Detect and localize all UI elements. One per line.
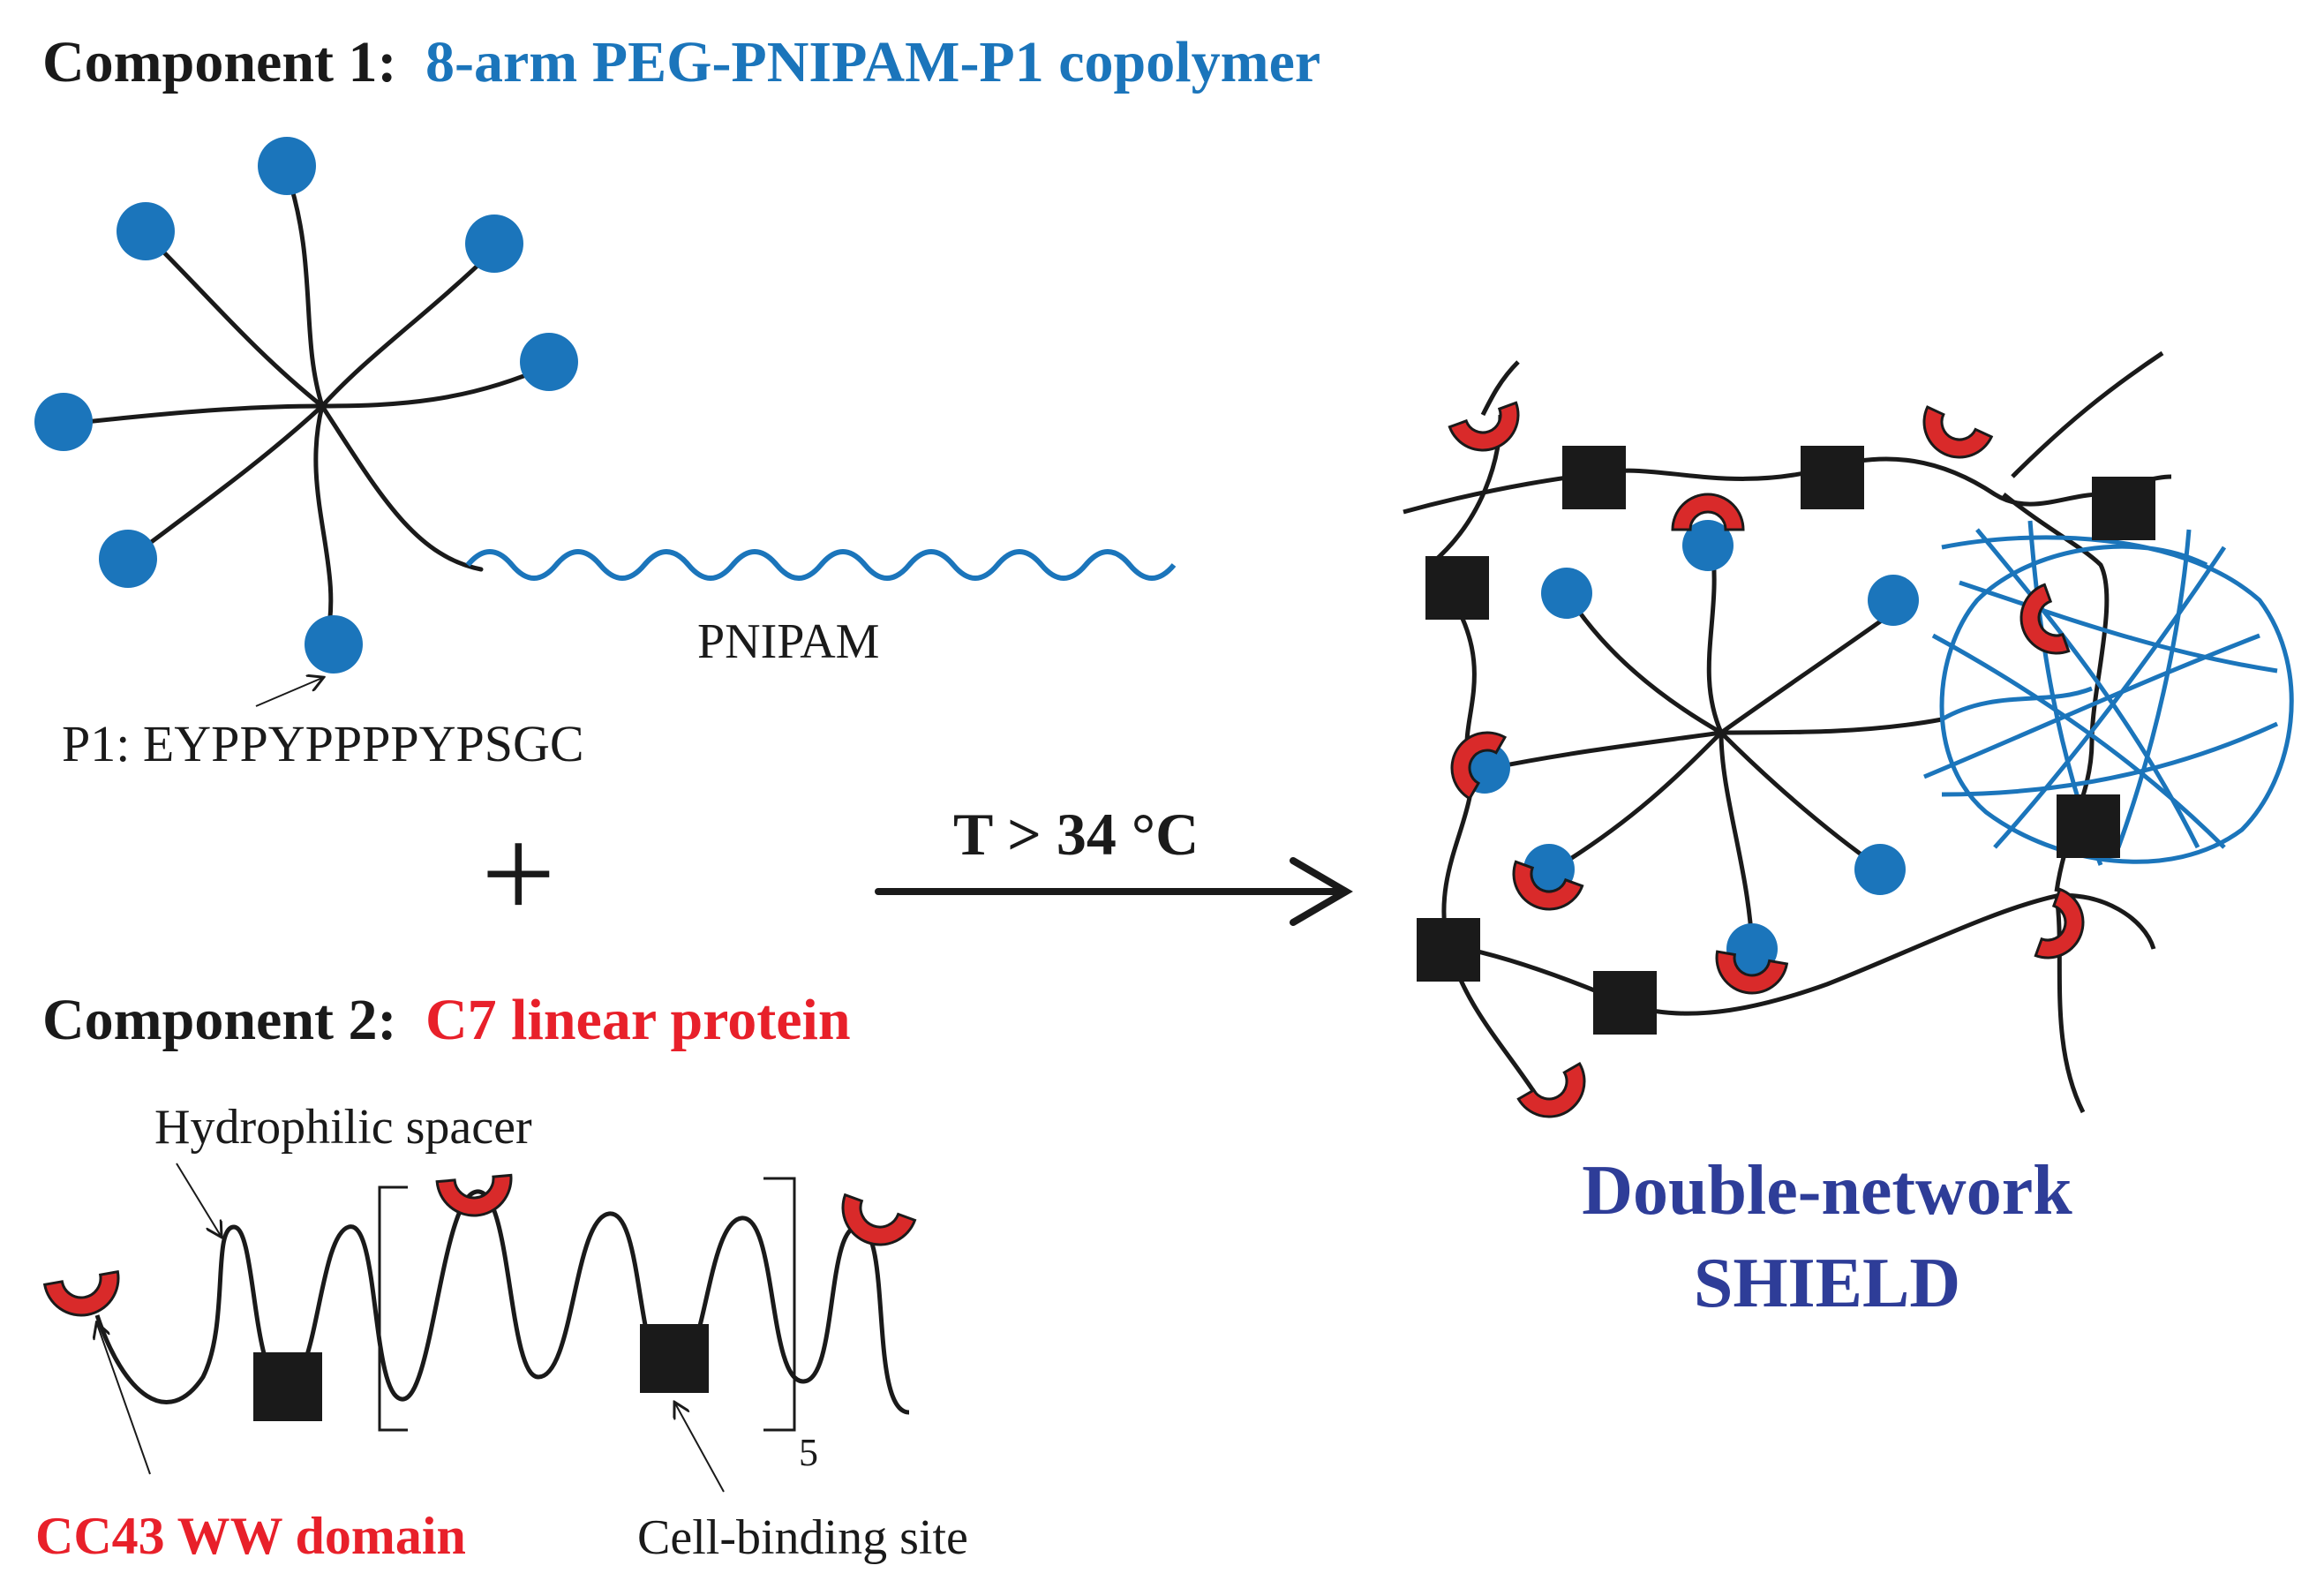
network-pnipam-coil [1923, 520, 2294, 866]
ww-domain-label: CC43 WW domain [35, 1507, 466, 1565]
eight-arm-peg-star [66, 169, 550, 643]
cell-binding-squares [253, 1324, 709, 1421]
pnipam-label: PNIPAM [697, 614, 879, 669]
repeat-count: 5 [799, 1431, 818, 1474]
hydrophilic-spacer-label: Hydrophilic spacer [154, 1100, 532, 1155]
cell-binding-pointer-arrow [675, 1404, 725, 1493]
ww-pointer-arrow [97, 1324, 151, 1475]
spacer-pointer-arrow [176, 1163, 221, 1236]
network-ww-domains [1448, 401, 2085, 1118]
product-title-line1: Double-network [1582, 1152, 2072, 1230]
p1-peptide-balls [34, 137, 578, 674]
component2-title: Component 2: C7 linear protein [42, 988, 851, 1052]
component1-prefix: Component 1: [42, 30, 397, 94]
network-squares [1417, 446, 2155, 1035]
c7-protein-backbone [94, 1189, 910, 1415]
temperature-condition: T > 34 °C [953, 801, 1199, 868]
cell-binding-label: Cell-binding site [637, 1510, 968, 1565]
ww-domains-c7 [42, 1173, 917, 1317]
product-title-line2: SHIELD [1694, 1245, 1960, 1322]
repeat-bracket [378, 1177, 796, 1432]
p1-pointer-arrow [255, 678, 322, 707]
component2-name: C7 linear protein [425, 988, 851, 1052]
network-blue-balls [1459, 520, 1919, 975]
plus-sign: + [481, 801, 556, 947]
component1-title: Component 1: 8-arm PEG-PNIPAM-P1 copolym… [42, 30, 1320, 94]
reaction-arrow [875, 857, 1353, 926]
component1-name: 8-arm PEG-PNIPAM-P1 copolymer [425, 30, 1320, 94]
p1-sequence-label: P1: EYPPYPPPPYPSGC [62, 715, 584, 772]
pnipam-chain [465, 549, 1177, 581]
component2-prefix: Component 2: [42, 988, 397, 1052]
